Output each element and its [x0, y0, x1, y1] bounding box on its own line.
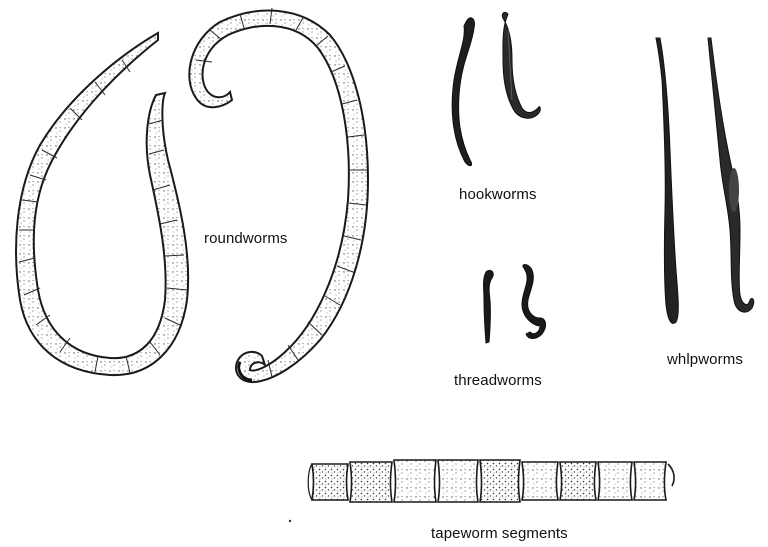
- label-threadworms: threadworms: [454, 372, 542, 389]
- threadworm-right: [522, 265, 546, 339]
- whipworm-left: [656, 38, 678, 323]
- roundworm-right: [189, 8, 368, 382]
- roundworm-left-outer: [16, 33, 188, 375]
- hookworms-figure: [452, 12, 540, 165]
- label-hookworms: hookworms: [459, 186, 537, 203]
- roundworm-right-outer: [189, 11, 368, 383]
- label-tapeworm-segments: tapeworm segments: [431, 525, 568, 542]
- tapeworm-segments-figure: [308, 460, 674, 502]
- roundworm-left: [16, 33, 188, 375]
- hookworm-right: [502, 12, 540, 118]
- speck: [289, 520, 291, 522]
- hookworm-left: [452, 18, 474, 166]
- threadworm-left: [484, 270, 494, 343]
- threadworms-figure: [484, 265, 546, 344]
- label-roundworms: roundworms: [204, 230, 288, 247]
- whipworms-figure: [656, 38, 754, 323]
- label-whipworms: whlpworms: [667, 351, 743, 368]
